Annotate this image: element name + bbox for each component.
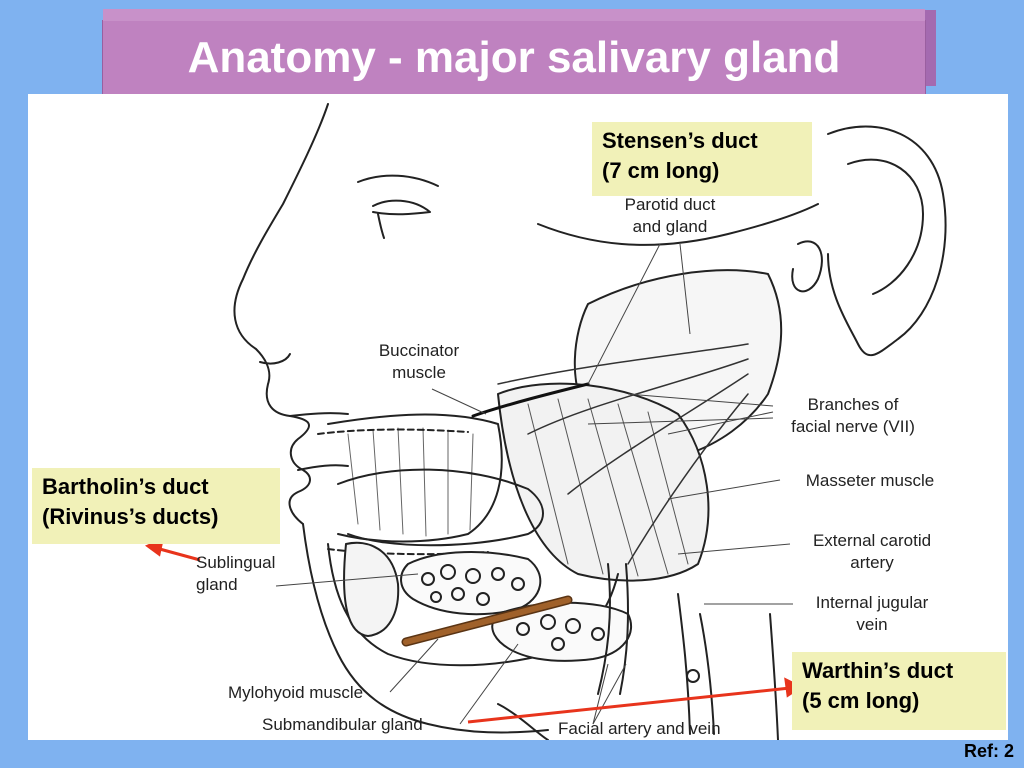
label-buccinator: Buccinator muscle	[354, 340, 484, 384]
label-facial-nerve: Branches of facial nerve (VII)	[768, 394, 938, 438]
label-buccinator-line1: Buccinator	[378, 341, 460, 360]
reference-note: Ref: 2	[963, 741, 1014, 761]
eye	[372, 199, 431, 216]
callout-warthin: Warthin’s duct (5 cm long)	[792, 652, 1006, 730]
parotid-duct	[471, 382, 590, 418]
callout-warthin-line2: (5 cm long)	[802, 688, 920, 713]
nostril	[259, 353, 291, 365]
callout-bartholin-line2: (Rivinus’s ducts)	[42, 504, 219, 529]
label-parotid: Parotid duct and gland	[600, 194, 740, 238]
eye-lash	[377, 213, 385, 239]
label-submandibular: Submandibular gland	[262, 715, 423, 734]
eyebrow	[357, 174, 439, 187]
label-facial-nerve-line1: Branches of	[807, 395, 899, 414]
submandibular-gland	[491, 601, 633, 662]
label-external-carotid-line2: artery	[850, 553, 894, 572]
ear-outline	[827, 125, 947, 357]
ear-helix-fold	[791, 240, 823, 293]
neck-front	[497, 703, 549, 740]
chin-outline	[302, 523, 549, 734]
label-masseter: Masseter muscle	[805, 471, 935, 490]
callout-stensen-line2: (7 cm long)	[602, 158, 720, 183]
label-sublingual-line1: Sublingual	[196, 553, 276, 572]
callout-bartholin: Bartholin’s duct (Rivinus’s ducts)	[32, 468, 280, 544]
chin-bone	[343, 541, 400, 637]
label-parotid-line2: and gland	[632, 217, 708, 236]
slide-title: Anatomy - major salivary gland	[187, 33, 841, 82]
head-illustration	[144, 103, 947, 740]
masseter-muscle	[497, 382, 710, 582]
label-external-carotid: External carotid artery	[792, 530, 952, 574]
anatomy-figure: Parotid duct and gland Buccinator muscle…	[28, 94, 1008, 740]
label-facial-artery: Facial artery and vein	[558, 719, 721, 738]
neck-back	[769, 613, 779, 740]
label-sublingual: Sublingual gland	[196, 552, 296, 596]
callout-bartholin-line1: Bartholin’s duct	[42, 474, 209, 499]
upper-lip	[289, 412, 349, 417]
label-facial-nerve-line2: facial nerve (VII)	[791, 417, 915, 436]
teeth-upper	[317, 428, 469, 435]
arrow-warthin	[467, 677, 803, 724]
lower-lip	[297, 464, 349, 471]
label-internal-jugular: Internal jugular vein	[792, 592, 952, 636]
callout-warthin-line1: Warthin’s duct	[802, 658, 954, 683]
label-mylohyoid: Mylohyoid muscle	[228, 683, 364, 702]
label-parotid-line1: Parotid duct	[624, 195, 716, 214]
label-internal-jugular-line2: vein	[856, 615, 888, 634]
callout-stensen-line1: Stensen’s duct	[602, 128, 758, 153]
label-buccinator-line2: muscle	[392, 363, 446, 382]
cheek-contour	[537, 203, 819, 246]
tongue	[337, 468, 544, 547]
external-carotid	[677, 593, 691, 735]
callout-stensen: Stensen’s duct (7 cm long)	[592, 122, 812, 196]
label-internal-jugular-line1: Internal jugular	[815, 593, 929, 612]
facial-vein	[619, 563, 629, 695]
internal-jugular	[699, 613, 715, 735]
title-bevel	[103, 9, 925, 21]
face-profile	[233, 103, 329, 525]
title-banner: Anatomy - major salivary gland	[102, 9, 926, 96]
label-sublingual-line2: gland	[196, 575, 238, 594]
buccinator-cut	[327, 413, 503, 543]
facial-artery	[597, 563, 611, 695]
label-external-carotid-line1: External carotid	[812, 531, 932, 550]
ear-inner	[847, 158, 924, 295]
